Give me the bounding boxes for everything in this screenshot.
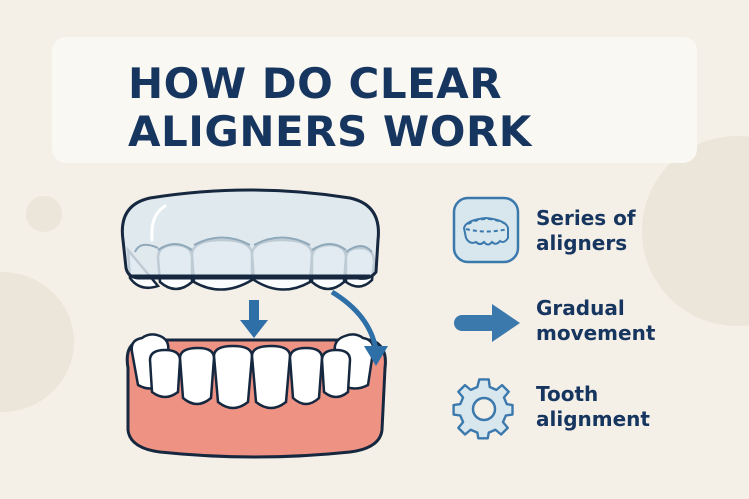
curved-arrow bbox=[330, 289, 388, 366]
legend-item-movement: Gradual movement bbox=[452, 286, 655, 356]
legend-label-series: Series of aligners bbox=[536, 206, 636, 255]
title-line-1: HOW DO CLEAR bbox=[128, 59, 503, 108]
legend-label-alignment: Tooth alignment bbox=[536, 382, 650, 431]
legend-label-movement: Gradual movement bbox=[536, 296, 656, 345]
down-arrow bbox=[240, 300, 268, 338]
title-card bbox=[52, 37, 697, 163]
page-title: HOW DO CLEAR ALIGNERS WORK bbox=[128, 60, 532, 156]
legend-item-alignment: Tooth alignment bbox=[452, 372, 650, 442]
aligner-tray-icon bbox=[452, 196, 522, 266]
legend-item-series: Series of aligners bbox=[452, 196, 636, 266]
decor-circle-small bbox=[26, 196, 62, 232]
lower-teeth bbox=[125, 333, 387, 459]
right-arrow-icon bbox=[452, 286, 522, 356]
upper-aligner bbox=[120, 188, 380, 291]
gear-icon bbox=[452, 372, 522, 442]
title-line-2: ALIGNERS WORK bbox=[128, 107, 532, 156]
